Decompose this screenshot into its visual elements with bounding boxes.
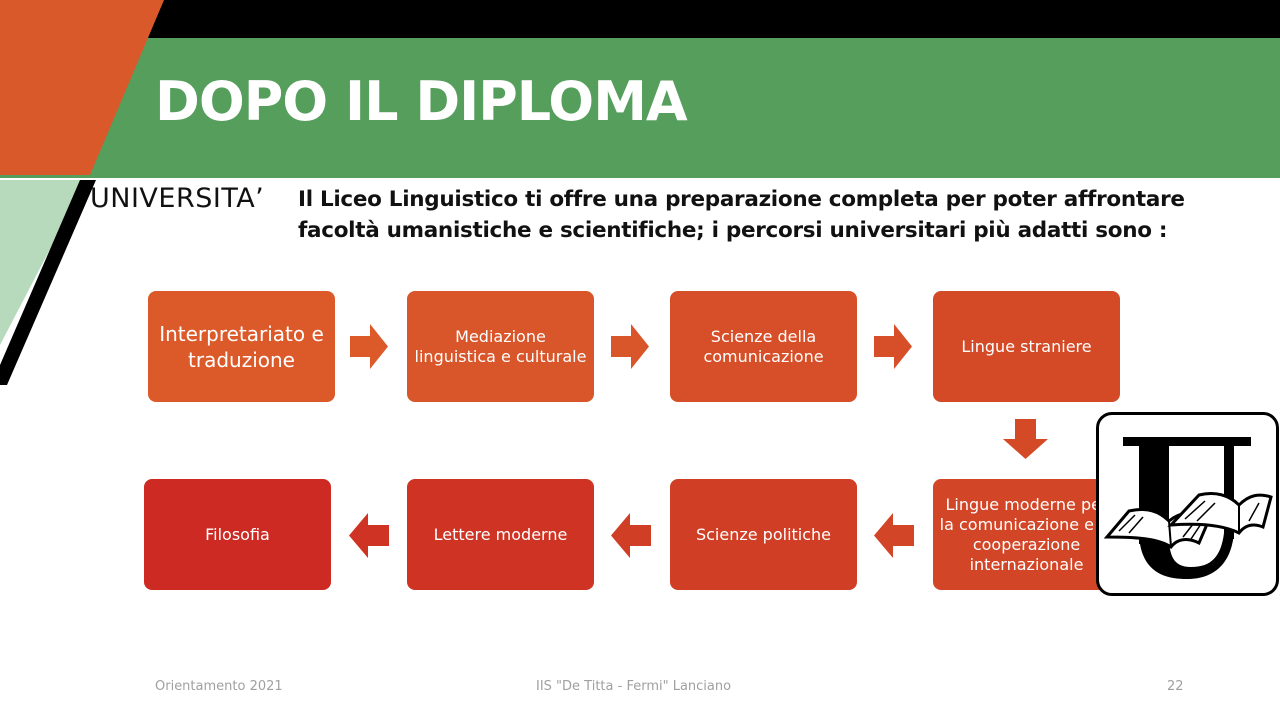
arrow-left-icon [349, 513, 389, 558]
step-label: Scienze della comunicazione [703, 326, 824, 366]
open-book-icon [1167, 491, 1273, 535]
step-label: Mediazione linguistica e culturale [414, 326, 587, 366]
arrow-right-icon [350, 324, 388, 369]
arrow-right-icon [874, 324, 912, 369]
step-label: Lettere moderne [433, 524, 568, 544]
step-filosofia: Filosofia [144, 479, 331, 590]
step-label: Interpretariato e traduzione [159, 321, 324, 372]
intro-text: Il Liceo Linguistico ti offre una prepar… [298, 187, 1185, 243]
step-scienze-politiche: Scienze politiche [670, 479, 857, 590]
step-label: Lingue moderne per la comunicazione e la… [939, 494, 1114, 574]
page-number: 22 [1167, 679, 1184, 694]
arrow-left-icon [611, 513, 651, 558]
step-lettere-moderne: Lettere moderne [407, 479, 594, 590]
arrow-right-icon [611, 324, 649, 369]
step-label: Scienze politiche [695, 524, 832, 544]
university-logo-graphic [1103, 437, 1273, 579]
arrow-down-icon [1003, 419, 1048, 459]
arrow-left-icon [874, 513, 914, 558]
top-black-bar [0, 0, 1280, 38]
step-scienze-comunicazione: Scienze della comunicazione [670, 291, 857, 402]
step-interpretariato: Interpretariato e traduzione [148, 291, 335, 402]
university-logo [1096, 412, 1279, 596]
title-band [0, 38, 1280, 178]
section-label: UNIVERSITA’ [90, 183, 265, 214]
step-lingue-moderne: Lingue moderne per la comunicazione e la… [933, 479, 1120, 590]
step-lingue-straniere: Lingue straniere [933, 291, 1120, 402]
step-label: Filosofia [205, 524, 270, 544]
page-title: DOPO IL DIPLOMA [155, 70, 688, 133]
step-label: Lingue straniere [961, 336, 1092, 356]
footer-center: IIS "De Titta - Fermi" Lanciano [536, 679, 732, 694]
step-mediazione: Mediazione linguistica e culturale [407, 291, 594, 402]
decorative-stripes [0, 0, 164, 385]
footer-left: Orientamento 2021 [155, 679, 283, 694]
